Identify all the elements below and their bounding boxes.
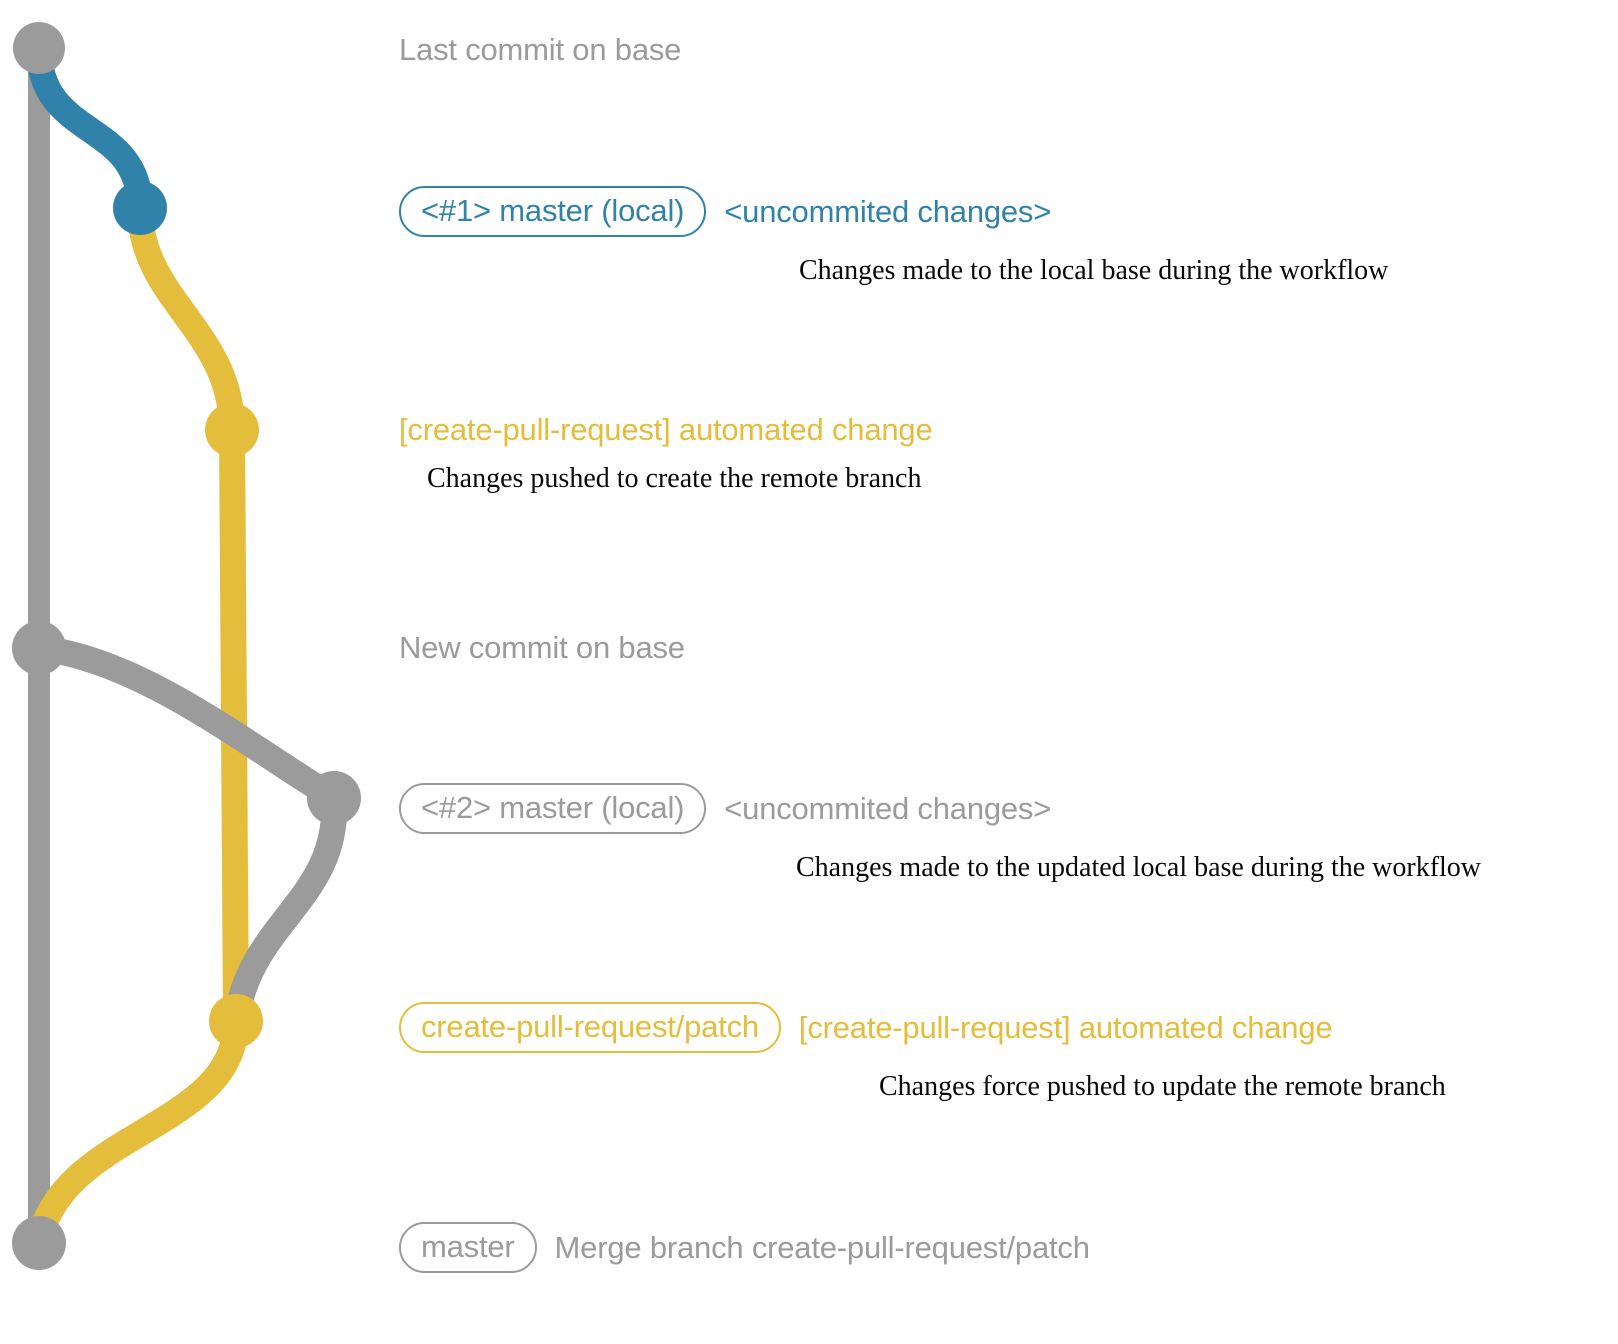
annotation-new-commit-on-base: New commit on base (399, 632, 685, 663)
badge-master[interactable]: master (399, 1222, 537, 1273)
annotation-merge-commit: master Merge branch create-pull-request/… (399, 1222, 1090, 1273)
headline-automated-change-1: [create-pull-request] automated change (399, 412, 933, 447)
badge-master-local-1[interactable]: <#1> master (local) (399, 186, 707, 237)
patch-merge-line (223, 785, 348, 1034)
commit-node-patch-2 (209, 994, 263, 1048)
headline-uncommited-changes-1: <uncommited changes> (724, 194, 1052, 229)
row-head: [create-pull-request] automated change (399, 414, 933, 445)
annotation-last-commit-on-base: Last commit on base (399, 34, 681, 65)
row-head: New commit on base (399, 632, 685, 663)
row-head: create-pull-request/patch [create-pull-r… (399, 1002, 1446, 1053)
description-master-local-2: Changes made to the updated local base d… (796, 852, 1482, 883)
description-automated-change-1: Changes pushed to create the remote bran… (427, 463, 922, 494)
annotation-automated-change-2: create-pull-request/patch [create-pull-r… (399, 1002, 1446, 1101)
row-head: Last commit on base (399, 34, 681, 65)
description-automated-change-2: Changes force pushed to update the remot… (879, 1071, 1446, 1102)
badge-create-pull-request-patch[interactable]: create-pull-request/patch (399, 1002, 781, 1053)
commit-node-base-head (13, 22, 65, 74)
local-branch-line-1 (26, 35, 153, 221)
headline-automated-change-2: [create-pull-request] automated change (798, 1010, 1333, 1045)
badge-master-local-2[interactable]: <#2> master (local) (399, 783, 707, 834)
description-master-local-1: Changes made to the local base during th… (799, 255, 1389, 286)
headline-uncommited-changes-2: <uncommited changes> (724, 791, 1052, 826)
row-head: <#1> master (local) <uncommited changes> (399, 186, 1388, 237)
annotation-automated-change-1: [create-pull-request] automated change C… (399, 414, 933, 493)
commit-node-base-new (12, 621, 66, 675)
headline-new-commit-on-base: New commit on base (399, 630, 685, 665)
local-branch-line-2 (26, 635, 347, 811)
headline-merge-commit: Merge branch create-pull-request/patch (554, 1230, 1090, 1265)
row-head: master Merge branch create-pull-request/… (399, 1222, 1090, 1273)
row-head: <#2> master (local) <uncommited changes> (399, 783, 1481, 834)
annotation-master-local-1: <#1> master (local) <uncommited changes>… (399, 186, 1388, 285)
commit-node-local-2 (307, 771, 361, 825)
commit-node-local-1 (113, 181, 167, 235)
annotation-master-local-2: <#2> master (local) <uncommited changes>… (399, 783, 1481, 882)
commit-node-patch-1 (205, 403, 259, 457)
headline-last-commit-on-base: Last commit on base (399, 32, 682, 67)
patch-branch-line-2 (26, 1008, 249, 1256)
commit-node-merge (12, 1216, 66, 1270)
